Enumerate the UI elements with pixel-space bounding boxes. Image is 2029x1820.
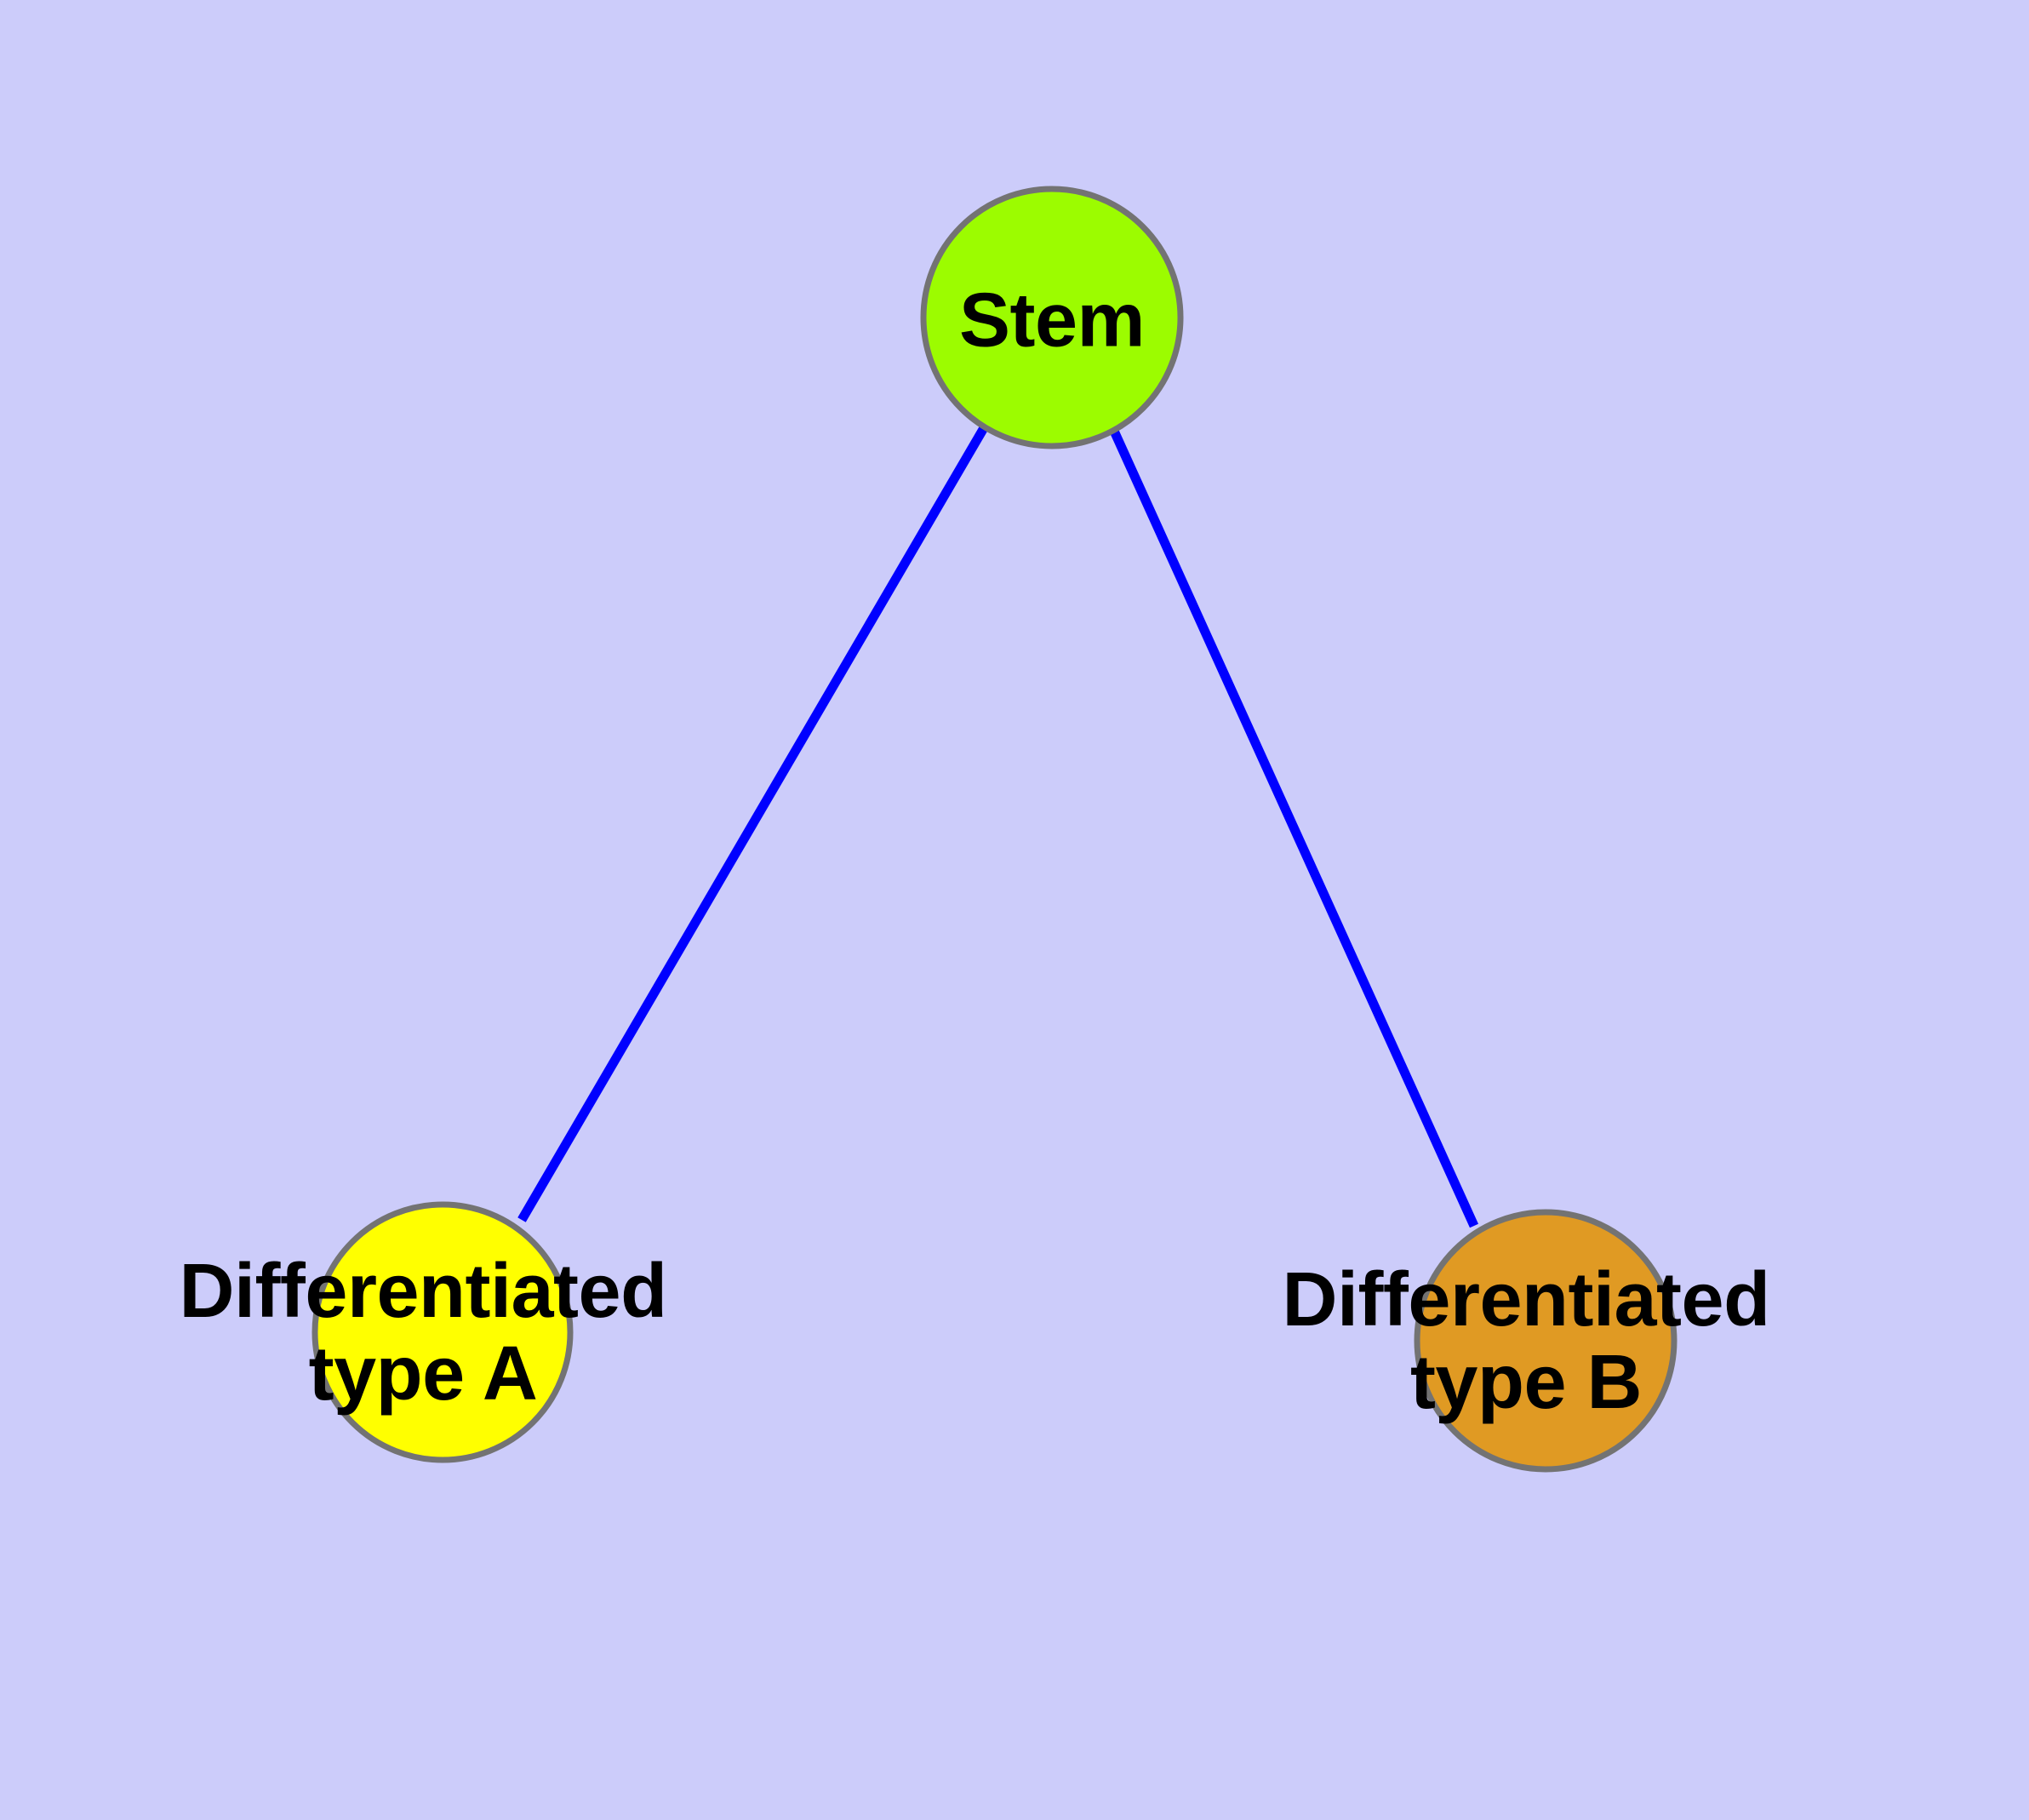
node-stem[interactable] (920, 186, 1184, 449)
edge-stem-to-differentiated-type-a (517, 424, 989, 1222)
node-differentiated-type-a[interactable] (311, 1201, 574, 1463)
node-layer (311, 186, 1677, 1473)
node-differentiated-type-b[interactable] (1414, 1209, 1677, 1473)
edge-layer (517, 424, 1479, 1228)
edge-stem-to-differentiated-type-b (1108, 426, 1479, 1228)
